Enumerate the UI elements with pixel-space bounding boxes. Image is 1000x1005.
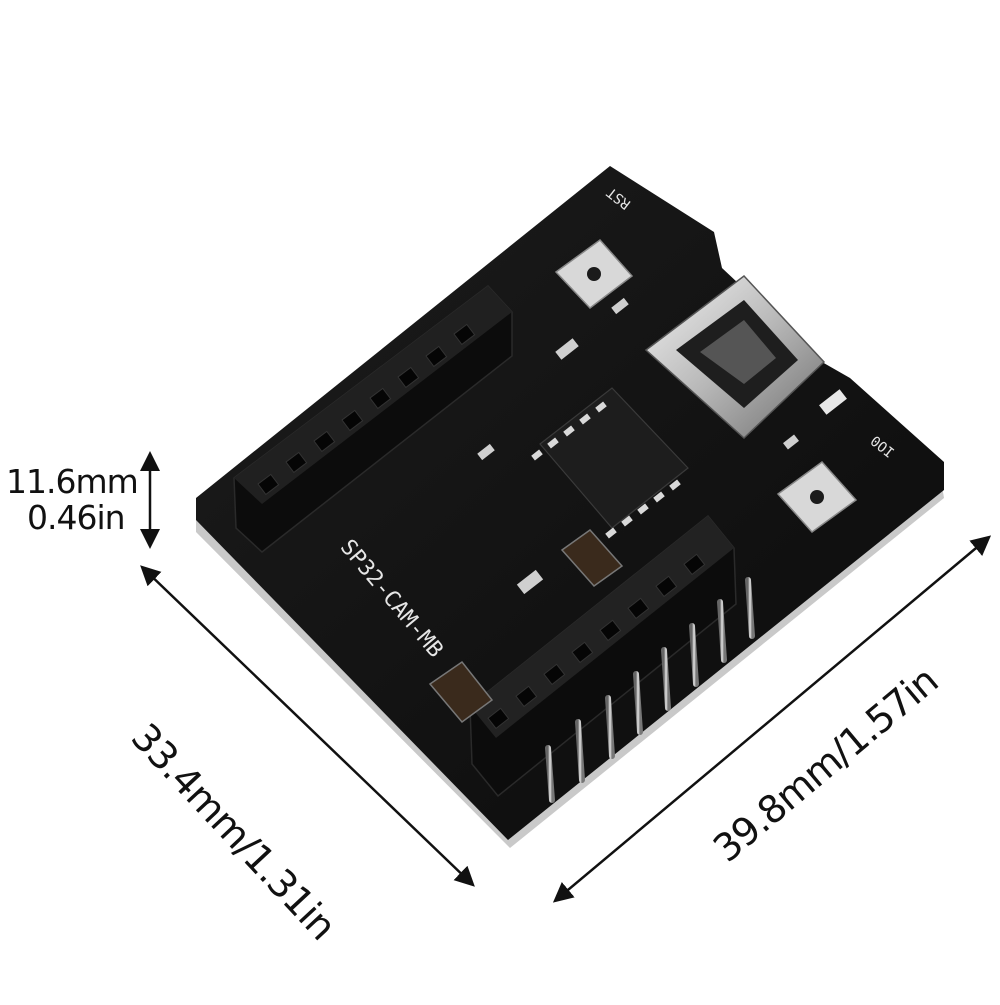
usb-c-port: [644, 274, 826, 440]
left-width-arrow: [140, 565, 475, 887]
height-mm-label: 11.6mm: [6, 462, 139, 501]
led-indicator: [819, 389, 847, 415]
dimension-arrows: [140, 451, 992, 903]
front-header: [469, 514, 755, 803]
pcb-board: [196, 166, 944, 848]
right-width-arrow: [552, 535, 992, 903]
io0-button[interactable]: [776, 460, 858, 534]
rst-button[interactable]: [554, 238, 634, 310]
rear-header: [233, 282, 513, 553]
usb-serial-chip: [531, 387, 689, 539]
smd-parts: [477, 297, 799, 595]
capacitors: [428, 528, 624, 724]
height-in-label: 0.46in: [27, 498, 126, 537]
